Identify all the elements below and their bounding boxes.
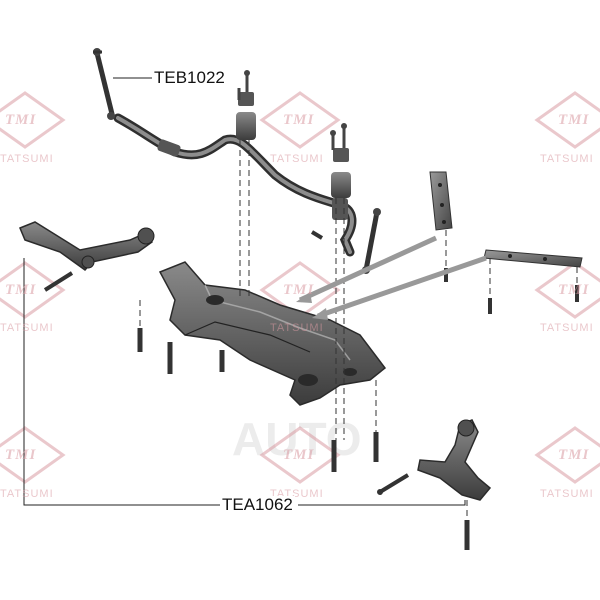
watermark-brand: TATSUMI [540,153,594,165]
bushing-bracket-left [236,70,256,140]
watermark-logo: TMI [5,112,37,128]
part-label-control-arm: TEA1062 [220,495,295,514]
control-arm-right [377,419,492,501]
watermark-logo: TMI [5,282,37,298]
watermark-brand: TATSUMI [540,322,594,334]
alignment-lines [139,140,578,520]
watermark-brand: TATSUMI [0,488,54,500]
watermark-brand: TATSUMI [0,153,54,165]
watermark-brand: TATSUMI [270,153,324,165]
subframe-bolts [137,268,579,550]
watermark-logo: TMI [283,447,315,463]
watermark-logo: TMI [558,282,590,298]
reinforcement-strip-horizontal [483,249,583,268]
leader-lines [23,77,466,506]
watermark-brand: TATSUMI [540,488,594,500]
stabilizer-link-left [93,48,116,120]
watermark-logo: TMI [283,282,315,298]
watermark-brand: TATSUMI [0,322,54,334]
reinforcement-strip-vertical [429,171,453,231]
watermark-logo: TMI [283,112,315,128]
part-label-stabilizer-link: TEB1022 [152,68,227,87]
control-arm-left [19,221,155,292]
stabilizer-bar [113,113,357,257]
front-subframe [158,261,387,406]
bushing-bracket-right [330,123,351,198]
watermark-logo: TMI [558,112,590,128]
faint-brand-watermark: AUTO [232,413,362,465]
watermark-logo: TMI [5,447,37,463]
watermark-logo: TMI [558,447,590,463]
assembly-arrows [296,235,487,320]
watermark-brand: TATSUMI [270,322,324,334]
